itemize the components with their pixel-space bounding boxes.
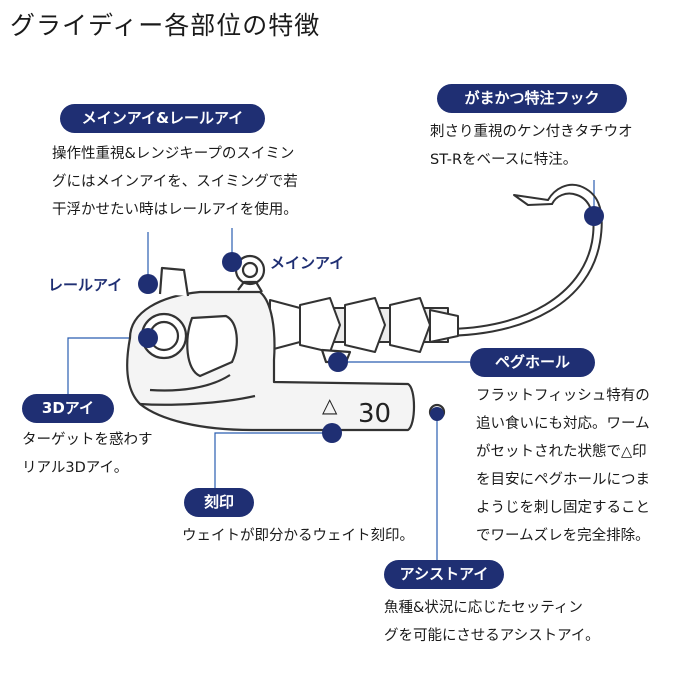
main-rail-eye-pill: メインアイ&レールアイ [60,104,265,133]
weight-mark: 30 [358,399,391,429]
dot-rail-eye [138,274,158,294]
triangle-mark: △ [322,393,338,417]
leader-engraving [214,432,332,490]
dot-3d-eye [138,328,158,348]
page-title: グライディー各部位の特徴 [10,11,321,40]
dot-main-eye [222,252,242,272]
assist-eye-pill: アシストアイ [384,560,504,589]
3d-eye-desc: ターゲットを惑わす リアル3Dアイ。 [22,432,153,476]
dot-engraving [322,423,342,443]
engraving-desc: ウェイトが即分かるウェイト刻印。 [182,528,414,544]
marker-dots [138,206,604,443]
dot-assist-eye [430,407,444,421]
jig-head [126,254,446,432]
rail-eye-callout: レールアイ [48,276,123,294]
peg-hole-desc: フラットフィッシュ特有の 追い食いにも対応。ワーム がセットされた状態で△印 を… [476,388,650,544]
dot-hook [584,206,604,226]
leader-3d-eye [67,337,148,394]
dot-peg-hole [328,352,348,372]
leader-lines [67,180,595,560]
peg-hole-pill: ペグホール [470,348,595,377]
hook-desc: 刺さり重視のケン付きタチウオ ST-Rをベースに特注。 [430,124,633,168]
assist-eye-desc: 魚種&状況に応じたセッティン グを可能にさせるアシストアイ。 [384,600,600,644]
engraving-pill: 刻印 [184,488,254,517]
hook-drawing [439,183,603,337]
hook-pill: がまかつ特注フック [437,84,627,113]
main-eye-callout: メインアイ [270,254,345,272]
worm-keeper [267,297,459,353]
3d-eye-pill: 3Dアイ [22,394,114,423]
main-rail-eye-desc: 操作性重視&レンジキープのスイミン グにはメインアイを、スイミングで若 干浮かせ… [52,146,298,218]
